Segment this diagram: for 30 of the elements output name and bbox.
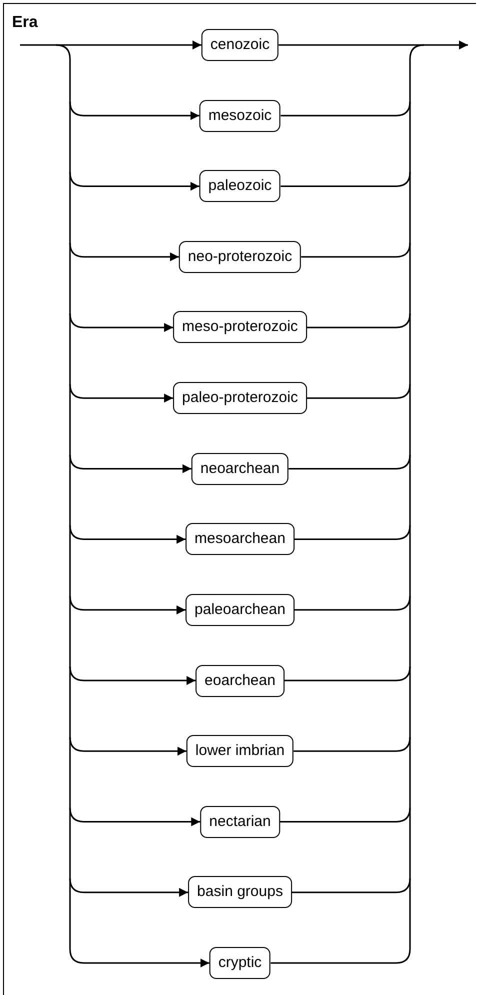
arrow: [69, 596, 196, 686]
arrow: [69, 808, 188, 897]
arrow: [69, 242, 174, 332]
arrow: [69, 313, 174, 403]
terminal-box: lower imbrian: [186, 735, 294, 768]
terminal-box: neo-proterozoic: [178, 240, 302, 273]
diagram-title: Era: [12, 14, 38, 32]
terminal-box: cryptic: [209, 947, 271, 979]
arrow: [69, 172, 179, 262]
terminal-box: nectarian: [200, 806, 280, 838]
terminal-box: basin groups: [188, 876, 292, 908]
arrow: [69, 666, 186, 756]
terminal-box: eoarchean: [196, 664, 284, 697]
arrow: [69, 454, 186, 544]
arrow: [69, 737, 200, 826]
terminal-box: paleoarchean: [186, 594, 294, 626]
arrow: [69, 525, 186, 614]
arrow: [69, 384, 192, 474]
terminal-box: mesoarchean: [186, 523, 294, 556]
arrow: [69, 878, 210, 968]
terminal-box: paleozoic: [199, 170, 281, 202]
arrow: [278, 40, 468, 50]
terminal-box: neoarchean: [191, 452, 289, 485]
arrow: [69, 102, 200, 191]
arrow: [20, 40, 202, 50]
terminal-box: cenozoic: [201, 29, 279, 61]
terminal-box: mesozoic: [199, 100, 281, 132]
arrow: [56, 44, 200, 120]
terminal-box: paleo-proterozoic: [173, 382, 307, 414]
terminal-box: meso-proterozoic: [173, 311, 307, 344]
